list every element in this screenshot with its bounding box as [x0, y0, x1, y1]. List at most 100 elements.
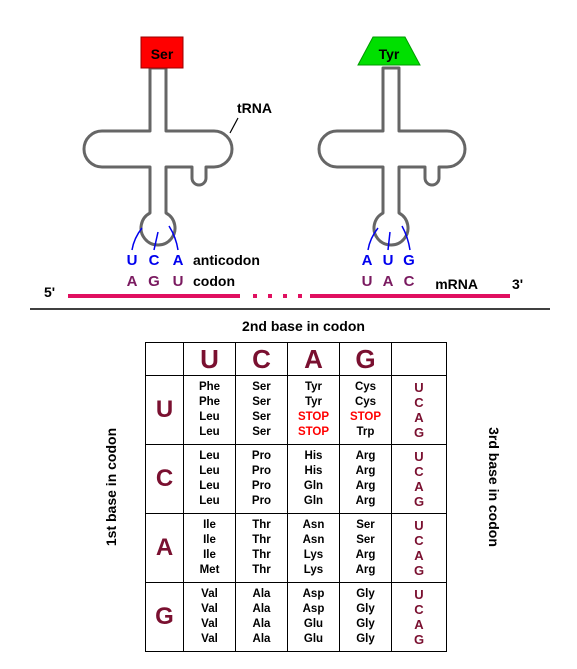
- third-base-letter: G: [413, 563, 425, 578]
- amino-acid-label: Leu: [199, 426, 220, 438]
- amino-acid-label: Ile: [203, 549, 216, 561]
- amino-acid-label: Gln: [303, 480, 324, 492]
- amino-acid-label: Thr: [252, 534, 271, 546]
- amino-acid-label: Arg: [355, 465, 376, 477]
- right-codon-base-2: A: [383, 273, 394, 290]
- left-codon-base-3: U: [173, 273, 184, 290]
- amino-acid-label: Leu: [199, 411, 220, 423]
- third-base-letter: A: [414, 548, 424, 563]
- trna-label: tRNA: [237, 100, 272, 116]
- trna-right: Tyr: [317, 36, 467, 251]
- amino-acid-label: Ala: [252, 618, 271, 630]
- anticodon-leg-right-1: [367, 227, 379, 251]
- amino-acid-label: Thr: [252, 564, 271, 576]
- corner-cell: [145, 342, 184, 376]
- amino-acid-label: Pro: [251, 450, 272, 462]
- amino-acid-label: Ser: [356, 534, 375, 546]
- right-codon-base-1: U: [362, 273, 373, 290]
- amino-acid-label: Arg: [355, 480, 376, 492]
- tyr-amino-acid-shape: [357, 36, 421, 66]
- third-base-letter: A: [414, 410, 424, 425]
- amino-acid-label: Val: [201, 603, 218, 615]
- right-codon-base-3: C: [404, 273, 415, 290]
- amino-acid-label: Arg: [355, 564, 376, 576]
- amino-acid-label: Gly: [356, 633, 375, 645]
- third-base-letter: G: [413, 425, 425, 440]
- third-base-letter: A: [414, 479, 424, 494]
- stop-codon-label: STOP: [297, 411, 330, 423]
- anticodon-leg-left-1: [131, 227, 143, 251]
- anticodon-leg-right-3: [401, 225, 411, 251]
- amino-acid-label: Ser: [356, 519, 375, 531]
- amino-acid-label: Gly: [356, 618, 375, 630]
- third-base-letter: C: [414, 464, 424, 479]
- amino-acid-label: Asn: [302, 519, 325, 531]
- ser-amino-acid-label: Ser: [151, 46, 174, 62]
- third-base-letter: U: [414, 587, 424, 602]
- second-base-header-row: U C A G: [145, 342, 447, 376]
- amino-acid-label: Pro: [251, 465, 272, 477]
- anticodon-label: anticodon: [193, 252, 260, 268]
- amino-acid-label: His: [304, 450, 323, 462]
- anticodon-leg-left-2: [153, 231, 159, 251]
- amino-acid-label: Glu: [303, 618, 324, 630]
- right-anticodon-base-1: A: [362, 252, 373, 269]
- amino-acid-label: Ser: [252, 426, 271, 438]
- amino-acid-label: Lys: [303, 564, 324, 576]
- amino-acid-label: Ala: [252, 603, 271, 615]
- three-prime-label: 3': [512, 276, 523, 292]
- trna-left: Ser: [82, 36, 234, 251]
- third-base-axis-label: 3rd base in codon: [486, 427, 502, 547]
- stop-codon-label: STOP: [297, 426, 330, 438]
- amino-acid-label: Trp: [356, 426, 375, 438]
- left-codon-base-2: G: [148, 273, 160, 290]
- amino-acid-label: Ser: [252, 381, 271, 393]
- amino-acid-label: Arg: [355, 549, 376, 561]
- amino-acid-label: Val: [201, 618, 218, 630]
- amino-acid-label: Asp: [302, 588, 325, 600]
- second-base-axis-label: 2nd base in codon: [242, 318, 365, 334]
- amino-acid-label: Gln: [303, 495, 324, 507]
- amino-acid-label: Tyr: [304, 381, 323, 393]
- third-base-letter: G: [413, 494, 425, 509]
- left-anticodon-base-3: A: [173, 252, 184, 269]
- amino-acid-label: Gly: [356, 588, 375, 600]
- amino-acid-label: Asn: [302, 534, 325, 546]
- third-base-letter: C: [414, 395, 424, 410]
- five-prime-label: 5': [44, 284, 55, 300]
- amino-acid-label: Thr: [252, 519, 271, 531]
- second-base-header: U: [183, 342, 236, 376]
- first-base-cell: G: [145, 582, 184, 652]
- amino-acid-label: Ile: [203, 534, 216, 546]
- amino-acid-label: Ala: [252, 588, 271, 600]
- third-base-letter: A: [414, 617, 424, 632]
- third-base-letter: U: [414, 380, 424, 395]
- left-anticodon-base-1: U: [127, 252, 138, 269]
- third-base-letter: G: [413, 632, 425, 647]
- mrna-ellipsis: [253, 294, 302, 298]
- trna-pointer-line: [229, 117, 239, 134]
- amino-acid-label: Glu: [303, 633, 324, 645]
- amino-acid-label: Gly: [356, 603, 375, 615]
- amino-acid-label: Phe: [198, 381, 221, 393]
- amino-acid-label: Leu: [199, 480, 220, 492]
- mrna-label: mRNA: [435, 276, 478, 292]
- amino-acid-label: Phe: [198, 396, 221, 408]
- first-base-axis-label: 1st base in codon: [103, 427, 119, 547]
- amino-acid-label: Leu: [199, 450, 220, 462]
- amino-acid-label: Asp: [302, 603, 325, 615]
- third-base-letter: C: [414, 602, 424, 617]
